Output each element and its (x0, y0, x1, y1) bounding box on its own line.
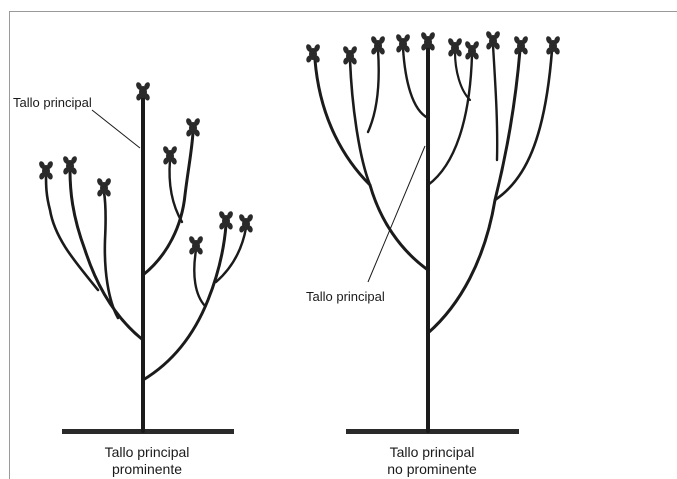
left-branch-lower-left (70, 170, 143, 340)
left-branch-lower-right (143, 225, 226, 380)
right-caption-line1: Tallo principal (390, 444, 475, 460)
left-branch-upper-right-sub (170, 160, 183, 222)
right-plant: Tallo principal Tallo principal no promi… (305, 30, 561, 477)
right-branch-left-c (403, 48, 428, 118)
right-caption-line2: no prominente (387, 461, 477, 477)
right-branch-right-a (495, 50, 552, 200)
right-ground-line (346, 429, 519, 434)
right-branch-right-b (493, 45, 497, 160)
right-branch-right-c (428, 55, 472, 185)
left-callout-leader (92, 110, 140, 148)
flower-icon (305, 43, 321, 63)
right-branch-left-b (368, 50, 379, 132)
left-ground-line (62, 429, 234, 434)
right-callout-label: Tallo principal (306, 289, 385, 304)
left-callout-label: Tallo principal (13, 95, 92, 110)
left-caption-line2: prominente (112, 461, 182, 477)
left-branch-lower-right-a (194, 250, 205, 306)
left-plant: Tallo principal Tallo principal prominen… (13, 81, 254, 477)
left-caption-line1: Tallo principal (105, 444, 190, 460)
